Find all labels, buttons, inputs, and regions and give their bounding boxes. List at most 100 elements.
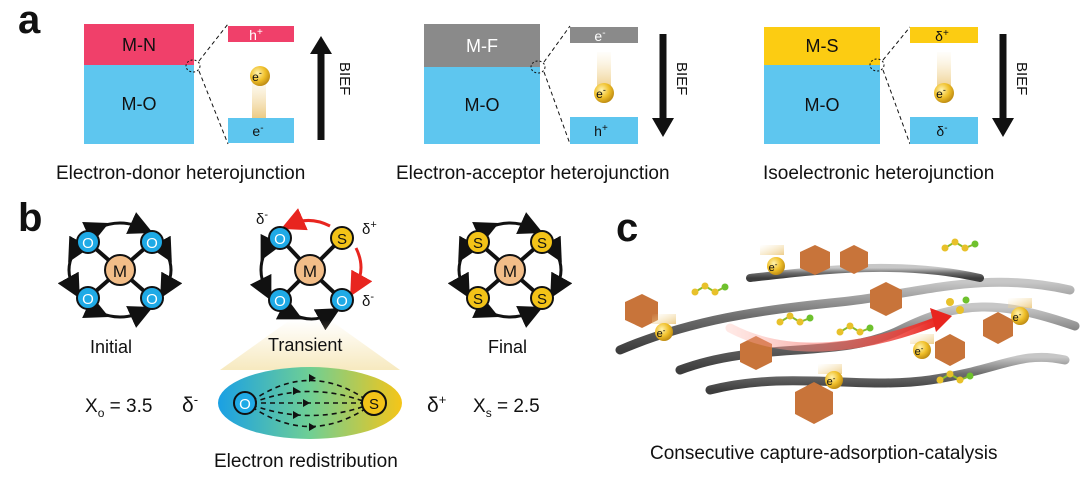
bief-arrow-head [992,118,1014,137]
oxygen-label: O [274,293,286,310]
delta-minus-top: δ- [256,209,268,228]
metal-label: M [113,262,127,281]
hexagon [800,245,830,275]
bief-arrow-head [652,118,674,137]
panel-label-a: a [18,0,41,42]
ms-layer [764,27,880,65]
delta-plus-label: δ+ [935,28,949,44]
electron-label: e- [915,344,924,358]
carbon-fiber [615,277,1075,355]
mo-layer [424,67,540,144]
oxygen-atom [140,286,164,310]
sulfur-dot [836,328,844,336]
polysulfide-chain [694,284,726,294]
delta-left: δ- [182,392,198,417]
initial-caption: Initial [90,337,133,357]
electron-ball [934,83,954,103]
mn-label: M-N [122,35,156,55]
interface-circle [869,58,885,72]
mo-label: M-O [465,95,500,115]
lithium-dot [962,296,970,304]
panel-c-diagram: e- e- e- e- e- [615,238,1080,424]
sulfur-dot [941,244,949,252]
field-line [251,404,369,417]
electron-redistribution-cone: O S [218,367,402,439]
curved-arrow [82,296,153,328]
electron-glow [760,245,784,255]
hexagon [870,282,902,316]
zoom-line [198,70,229,145]
electron-band-label: e- [594,28,605,44]
final-structure: M S S S S [447,212,573,328]
curved-arrow [275,297,341,331]
oxygen-atom [76,286,100,310]
polysulfide-chain [839,324,871,334]
hole-band [228,26,294,42]
hexagon [795,382,833,424]
electron-label: e- [769,260,778,274]
field-arrow-head [293,387,300,395]
sulfur-dot [691,288,699,296]
oxygen-label: O [336,293,348,310]
hexagon [625,294,658,328]
curved-arrow [472,296,543,328]
oxygen-label: O [82,235,94,252]
sulfur-atom [361,390,387,416]
bief-arrow-head [310,36,332,54]
electron-trail [252,76,266,120]
sulfur-atom [330,226,354,250]
bief-label: BIEF [336,62,353,95]
electron-label: e- [1013,310,1022,324]
light-beam [220,320,400,370]
sulfur-label: S [337,231,347,248]
mf-label: M-F [466,36,498,56]
mn-layer [84,24,194,65]
oxygen-atom [233,391,257,415]
zoom-line [882,69,911,145]
bief-label: BIEF [1013,62,1030,95]
interface-circle [185,59,201,73]
zoom-line [543,71,571,145]
sulfur-dot [856,328,864,336]
donor-heterojunction: M-N M-O h+ e- e- BIEF [84,23,353,145]
panel-c-caption: Consecutive capture-adsorption-catalysis [650,443,998,464]
electron-band [228,118,294,143]
ms-label: M-S [806,36,839,56]
field-line [251,406,369,428]
carbon-fiber [746,263,984,282]
oxygen-atom [140,230,164,254]
oxygen-atom [76,230,100,254]
sulfur-dot [946,370,954,378]
catalyst-hexagons [625,245,1013,424]
field-line [251,379,369,402]
oxygen-label: O [82,291,94,308]
sulfur-dot [776,318,784,326]
oxygen-label: O [274,231,286,248]
electron-band [570,27,638,43]
electron-glow [652,314,676,324]
electron-ball [825,371,843,389]
oxygen-label: O [239,396,251,413]
field-arrow-head [293,411,300,419]
mo-label: M-O [805,95,840,115]
curved-arrow [447,235,481,299]
sulfur-dot [786,312,794,320]
curved-arrow [82,212,153,244]
hexagon [840,245,868,274]
electron-ball [594,83,614,103]
electron-band-label: e- [252,123,263,139]
electron-label: e- [936,85,946,101]
panel-label-c: c [616,206,639,250]
field-arrow-head [309,423,316,431]
acceptor-heterojunction: M-F M-O e- e- h+ BIEF [424,24,690,145]
transient-caption: Transient [268,335,343,355]
sulfur-dot [956,376,964,384]
curved-arrow [472,212,543,244]
sulfur-dot [961,244,969,252]
hole-label: h+ [249,27,263,43]
field-line [251,390,369,404]
sulfur-dot [796,318,804,326]
zoom-line [198,23,229,62]
metal-label: M [503,262,517,281]
bief-label: BIEF [673,62,690,95]
